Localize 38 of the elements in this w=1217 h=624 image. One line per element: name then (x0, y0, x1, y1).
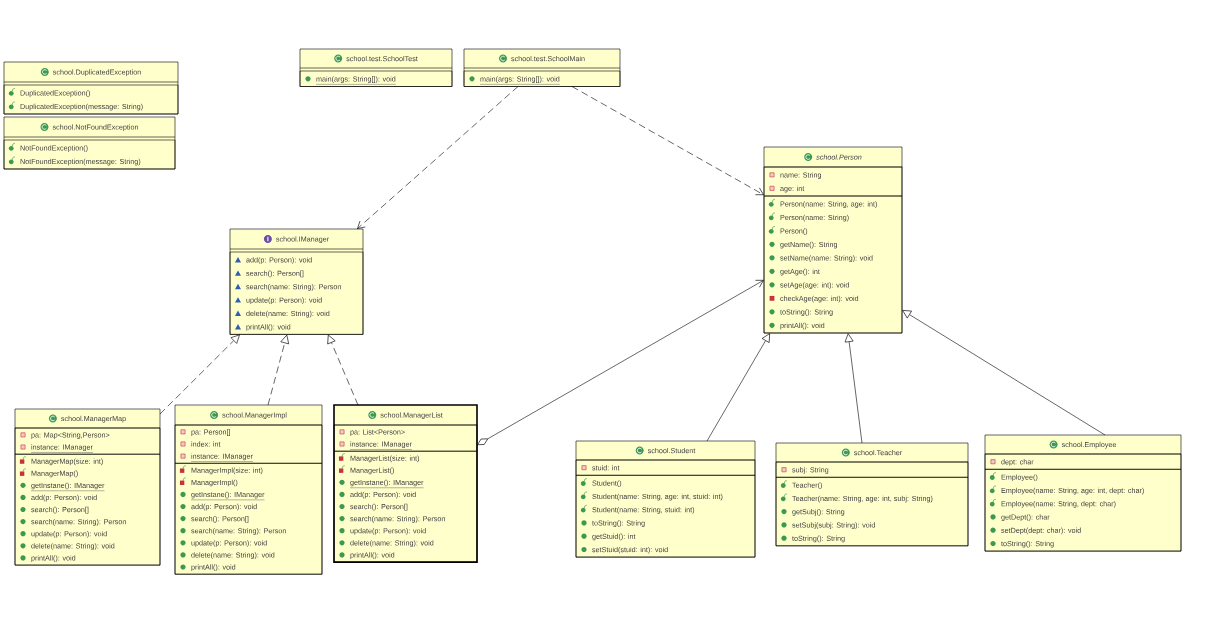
method-compartment (763, 195, 903, 334)
inheritance-arrow (706, 333, 770, 442)
attribute-compartment (333, 424, 478, 452)
class-box (229, 228, 364, 335)
method-compartment (775, 477, 969, 547)
aggregation-arrow (477, 280, 764, 445)
method-compartment (174, 463, 323, 575)
class-box (14, 408, 161, 566)
method-compartment (463, 70, 621, 87)
inheritance-arrow (844, 333, 863, 444)
method-compartment (229, 251, 364, 335)
attribute-compartment (174, 424, 323, 464)
attribute-compartment (984, 453, 1182, 470)
class-box (333, 404, 478, 563)
attribute-compartment (763, 166, 903, 197)
method-compartment (575, 475, 756, 558)
class-box (174, 404, 323, 575)
class-box (575, 440, 756, 558)
class-box (984, 434, 1182, 552)
realization-arrow (267, 334, 289, 406)
inheritance-arrow (902, 310, 1106, 436)
method-compartment (984, 469, 1182, 552)
class-box (775, 442, 969, 547)
dependency-arrow (357, 86, 519, 229)
class-box (3, 61, 179, 115)
class-box (763, 146, 903, 334)
realization-arrow (327, 334, 359, 406)
realization-arrow (159, 334, 240, 415)
attribute-compartment (775, 461, 969, 478)
method-compartment (333, 450, 478, 563)
method-compartment (299, 70, 453, 87)
method-compartment (3, 139, 176, 170)
method-compartment (14, 453, 161, 566)
attribute-compartment (14, 427, 161, 455)
method-compartment (3, 84, 179, 115)
class-box (3, 116, 176, 170)
attribute-compartment (575, 459, 756, 476)
dependency-arrow (571, 86, 764, 196)
